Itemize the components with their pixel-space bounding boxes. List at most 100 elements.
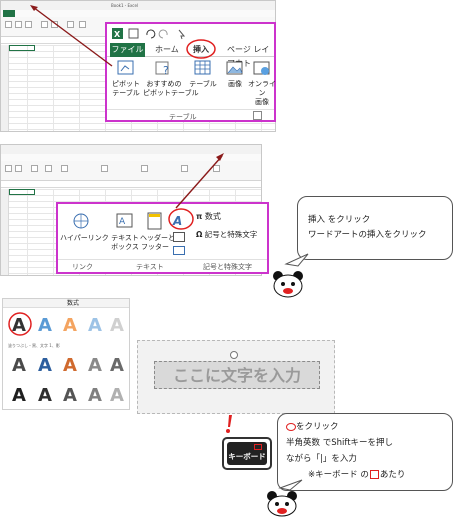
svg-text:A: A [88, 385, 102, 406]
callout1-line2: ワードアートの挿入をクリック [308, 230, 427, 240]
ribbon-icon[interactable] [25, 21, 32, 28]
mini-file-tab[interactable] [3, 10, 15, 17]
hyperlink-icon [73, 213, 89, 229]
equation-button[interactable]: π 数式 [196, 210, 268, 224]
ribbon-icon[interactable] [41, 21, 48, 28]
textbox-label: テキスト [111, 234, 139, 242]
ribbon-icon[interactable] [5, 165, 12, 172]
dialog-launcher-icon[interactable] [253, 111, 262, 120]
ribbon-icon[interactable] [45, 165, 52, 172]
omega-icon: Ω [196, 230, 203, 239]
ribbon-icon[interactable] [181, 165, 188, 172]
tab-home[interactable]: ホーム [155, 45, 179, 54]
callout1-line1: 挿入 をクリック [308, 215, 371, 225]
formula-bar[interactable] [1, 182, 261, 188]
highlight-circle-first-style [8, 312, 32, 336]
callout2-line1: をクリック [296, 422, 339, 432]
gallery-header: 数式 [3, 299, 129, 308]
wordart-button[interactable]: A [173, 214, 191, 228]
header-footer-icon [147, 212, 162, 230]
save-icon [128, 28, 139, 39]
callout2-line4-tail: あたり [379, 470, 406, 480]
ribbon-icon[interactable] [15, 165, 22, 172]
symbol-label: 記号と特殊文字 [204, 230, 258, 239]
signature-line-icon[interactable] [173, 232, 185, 242]
ribbon-icon[interactable] [61, 165, 68, 172]
object-icon[interactable] [173, 246, 185, 255]
callout-bubble-2: をクリック 半角英数 でShiftキーを押し ながら「|」を入力 ※キーボード … [277, 413, 453, 491]
cursor-icon [178, 29, 186, 40]
callout2-line2: 半角英数 でShiftキーを押し [286, 438, 394, 448]
ribbon-tab-row [107, 42, 274, 57]
exclamation-icon [226, 415, 232, 433]
pivot-table-icon [117, 60, 134, 75]
hyperlink-label: ハイパーリンク [60, 234, 109, 242]
selected-cell[interactable] [9, 45, 35, 51]
red-circle-icon [286, 422, 296, 431]
tab-file[interactable]: ファイル [110, 43, 145, 57]
recommended-label: おすすめの [146, 80, 182, 88]
table-button[interactable]: テーブル [189, 60, 217, 108]
svg-text:A: A [12, 355, 26, 376]
redo-icon [158, 29, 168, 39]
svg-text:A: A [110, 315, 124, 336]
group-footer: テーブル [107, 109, 274, 122]
hyperlink-button[interactable]: ハイパーリンク [60, 212, 109, 254]
callout2-line4: ※キーボード の [308, 470, 369, 480]
ribbon-icon[interactable] [141, 165, 148, 172]
ribbon-icon[interactable] [5, 21, 12, 28]
svg-text:A: A [110, 385, 124, 406]
highlight-circle-insert [186, 39, 216, 59]
svg-text:A: A [119, 217, 126, 227]
svg-text:A: A [110, 355, 124, 376]
svg-text:A: A [63, 355, 77, 376]
svg-text:A: A [38, 355, 52, 376]
pointer-arrow-2 [175, 153, 224, 209]
svg-text:A: A [12, 385, 26, 406]
symbol-button[interactable]: Ω 記号と特殊文字 [196, 228, 268, 242]
wordart-gallery: 数式 A A A A A 塗りつぶし・黒、文字 1、影 A A A A A A … [2, 298, 130, 410]
title-bar [1, 145, 261, 154]
tab-page-layout[interactable]: ページ レイアウト [227, 45, 270, 68]
ribbon-zoom-text: ハイパーリンク A テキスト ボックス ヘッダーと フッター A π 数式 Ω … [56, 202, 269, 274]
keyboard-key[interactable]: キーボード [222, 437, 272, 470]
ribbon-icon[interactable] [31, 165, 38, 172]
ribbon-icon[interactable] [15, 21, 22, 28]
ribbon-icon[interactable] [213, 165, 220, 172]
ribbon-icon[interactable] [67, 21, 74, 28]
group-label-table: テーブル [169, 113, 197, 121]
pointer-arrow-1 [30, 5, 113, 67]
header-footer-label: ヘッダーと [140, 234, 175, 242]
title-text: Book1 - Excel [111, 3, 139, 8]
mascot-2 [267, 479, 303, 517]
svg-text:X: X [114, 30, 121, 39]
wordart-textbox-panel: ここに文字を入力 [137, 340, 335, 414]
excel-logo-icon [112, 28, 123, 39]
ribbon-icon[interactable] [101, 165, 108, 172]
wordart-textbox[interactable]: ここに文字を入力 [154, 361, 320, 389]
rotate-handle-icon[interactable] [230, 351, 238, 359]
picture-button[interactable]: 画像 [223, 60, 247, 108]
recommended-pivot-button[interactable]: ? おすすめの ピボットテーブル [143, 60, 199, 108]
quick-access-toolbar: X [112, 28, 186, 40]
table-icon [194, 60, 211, 75]
pivot-label: ピボット [112, 80, 140, 88]
tab-insert[interactable]: 挿入 [193, 45, 209, 54]
textbox-button[interactable]: A テキスト ボックス [110, 212, 140, 254]
mini-tab-row [1, 10, 275, 17]
pivot-table-button[interactable]: ピボット テーブル [109, 60, 143, 108]
key-highlight-square [254, 444, 262, 450]
online-picture-button[interactable]: オンライン 画像 [247, 60, 277, 108]
header-footer-button[interactable]: ヘッダーと フッター [140, 212, 175, 254]
ribbon-icon[interactable] [79, 21, 86, 28]
callout2-line4-wrap: ※キーボード のあたり [308, 468, 405, 482]
svg-text:A: A [88, 315, 102, 336]
callout2-line1-wrap: をクリック [286, 420, 339, 434]
svg-text:A: A [38, 385, 52, 406]
group-footer-2: リンク テキスト 記号と特殊文字 [58, 259, 267, 272]
selected-cell[interactable] [9, 189, 35, 195]
wordart-style-1: A [12, 315, 26, 336]
svg-text:A: A [63, 385, 77, 406]
header-footer-label-2: フッター [141, 243, 169, 251]
svg-text:A: A [88, 355, 102, 376]
